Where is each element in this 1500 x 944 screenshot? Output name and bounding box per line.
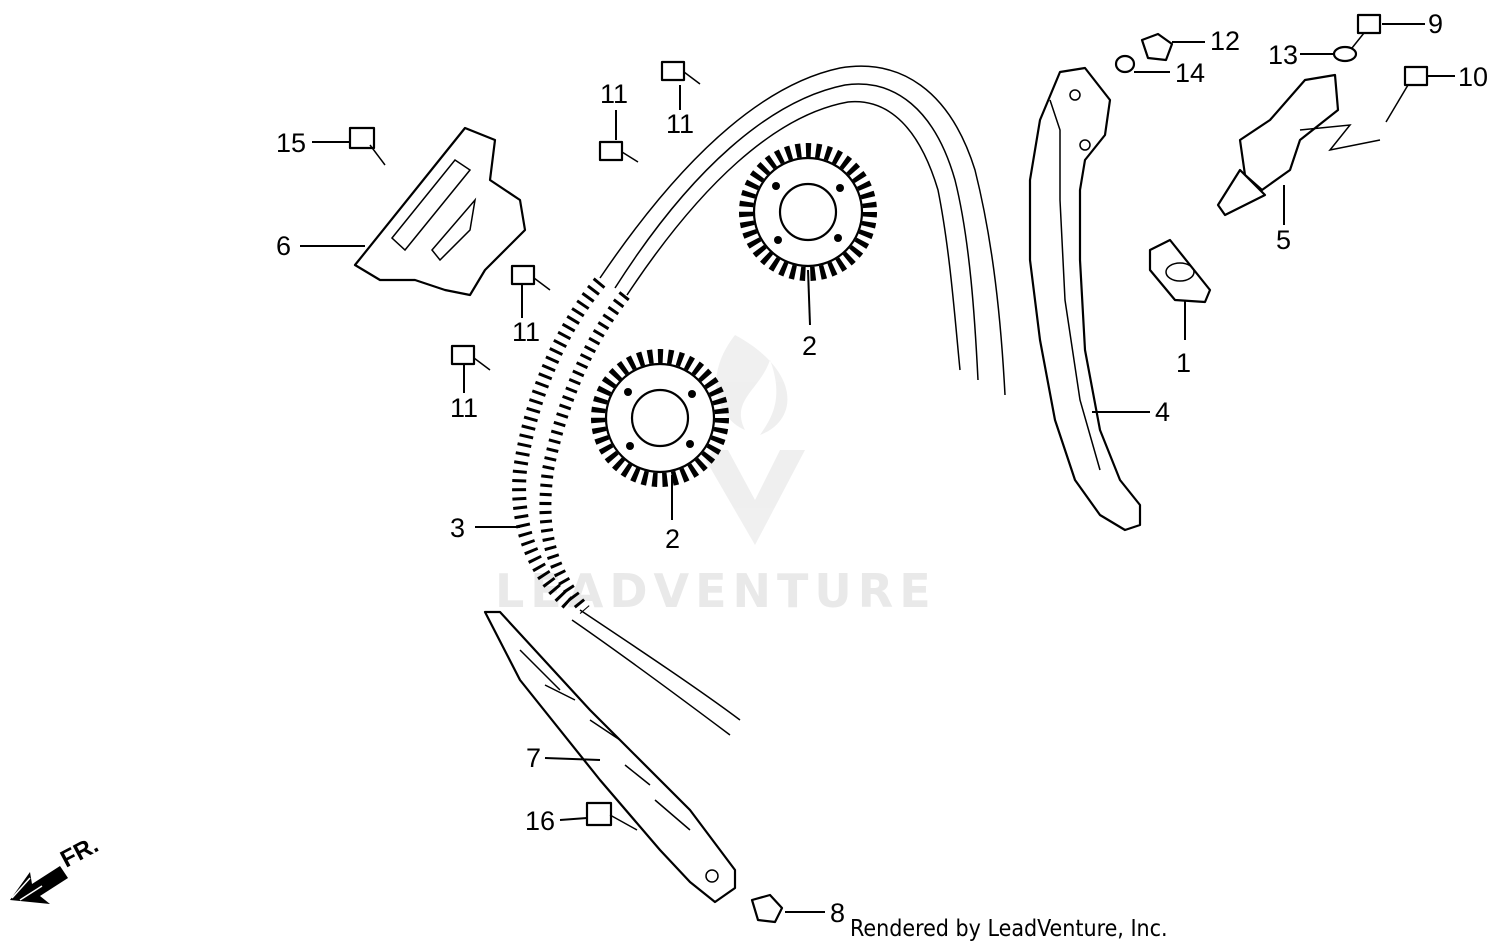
nut-12 — [1140, 32, 1174, 62]
bolt-9 — [1351, 13, 1382, 49]
front-direction-arrow-icon — [10, 866, 68, 904]
bolt-16 — [585, 801, 638, 831]
callout-5: 5 — [1276, 225, 1291, 255]
watermark-logo — [700, 335, 805, 545]
callout-9: 9 — [1428, 9, 1443, 39]
bolt-11-d — [450, 344, 491, 371]
callout-7: 7 — [526, 743, 541, 773]
callout-11-b: 11 — [666, 109, 694, 139]
callout-15: 15 — [276, 128, 306, 158]
tensioner-slipper — [1028, 66, 1142, 532]
bolt-11-b — [660, 60, 701, 85]
callout-11-c: 11 — [512, 317, 540, 347]
washer-13 — [1332, 45, 1358, 63]
callout-6: 6 — [276, 231, 291, 261]
callout-10: 10 — [1458, 62, 1488, 92]
leader-lines — [300, 23, 1455, 913]
washer-14 — [1114, 54, 1136, 74]
chain-guide-lower — [483, 610, 737, 904]
callout-12: 12 — [1210, 26, 1240, 56]
callout-3: 3 — [450, 513, 465, 543]
callout-11-d: 11 — [450, 393, 478, 423]
bolt-15 — [348, 126, 386, 166]
callout-2-lower: 2 — [665, 524, 680, 554]
callout-2-upper: 2 — [802, 331, 817, 361]
rendered-by-credit: Rendered by LeadVenture, Inc. — [850, 916, 1168, 942]
cam-chain — [512, 65, 1006, 736]
tensioner-gasket — [1148, 238, 1212, 304]
chain-guide-top — [353, 126, 527, 297]
callout-13: 13 — [1268, 40, 1298, 70]
callout-8: 8 — [830, 898, 845, 928]
callout-14: 14 — [1175, 58, 1205, 88]
bolt-11-c — [510, 264, 551, 291]
bolt-10 — [1385, 65, 1429, 123]
nut-8 — [750, 893, 784, 924]
front-direction-label: FR. — [56, 831, 103, 873]
bolt-11-a — [598, 140, 639, 163]
callout-1: 1 — [1176, 348, 1191, 378]
tensioner-lifter — [1216, 73, 1381, 217]
callout-4: 4 — [1155, 397, 1170, 427]
cam-sprocket-upper — [739, 143, 877, 281]
cam-sprocket-lower — [591, 349, 729, 487]
callout-11-a: 11 — [600, 79, 628, 109]
callout-16: 16 — [525, 806, 555, 836]
